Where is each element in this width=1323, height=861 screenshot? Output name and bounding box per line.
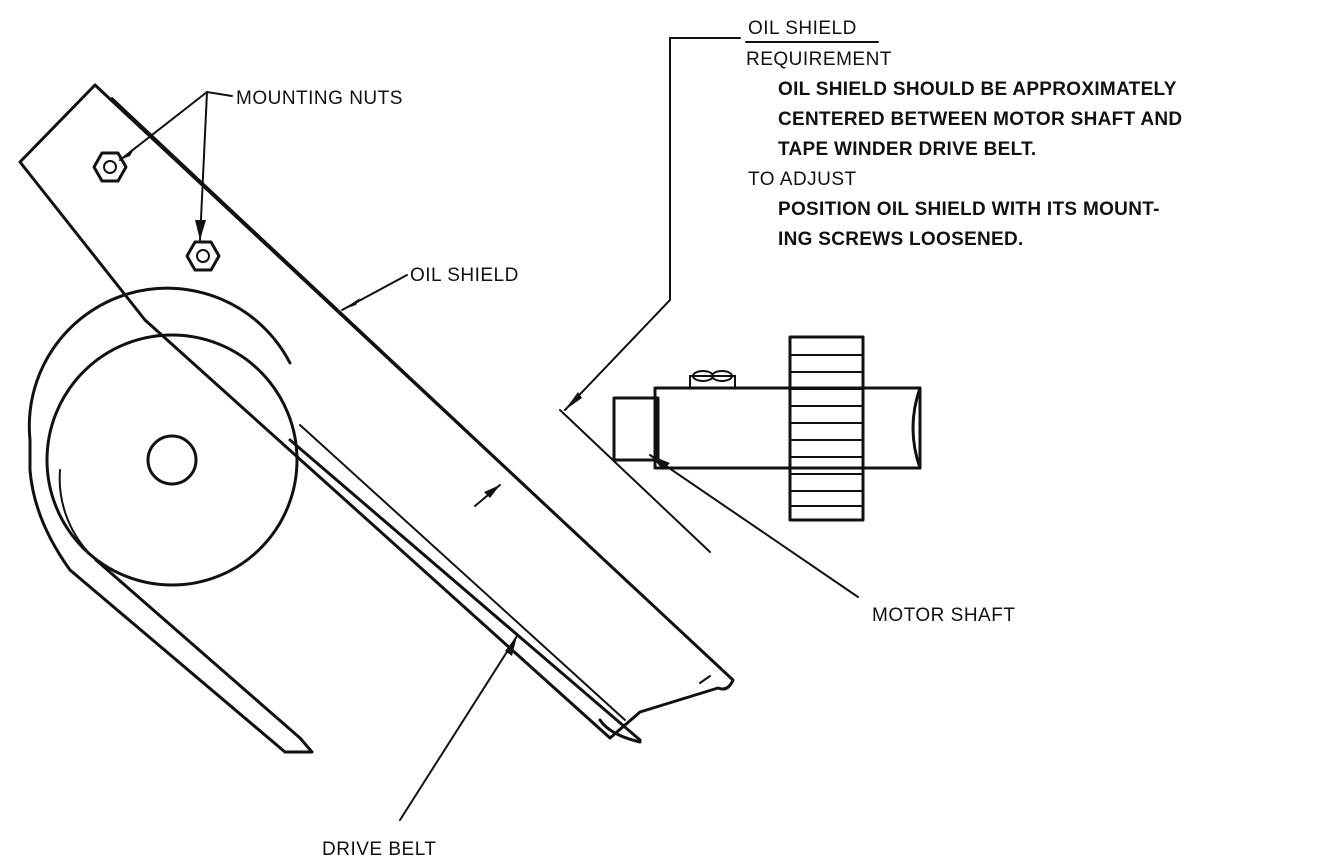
mounting-nut-lower — [185, 240, 221, 272]
leader-lines — [119, 37, 859, 821]
pulley — [45, 333, 299, 587]
note-requirement-line-3: TAPE WINDER DRIVE BELT. — [778, 139, 1036, 160]
label-mounting-nuts: MOUNTING NUTS — [236, 88, 403, 109]
note-requirement-line-1: OIL SHIELD SHOULD BE APPROXIMATELY — [778, 79, 1177, 100]
note-adjust-line-1: POSITION OIL SHIELD WITH ITS MOUNT- — [778, 199, 1160, 220]
drive-belt — [27, 286, 642, 754]
centerline-reference — [559, 409, 711, 553]
note-title: OIL SHIELD — [748, 18, 857, 39]
arrowheads — [120, 146, 670, 656]
label-oil-shield: OIL SHIELD — [410, 265, 519, 286]
motor-shaft-assembly — [612, 335, 922, 522]
note-requirement-line-2: CENTERED BETWEEN MOTOR SHAFT AND — [778, 109, 1182, 130]
drive-gear — [788, 335, 865, 522]
oil-shield-bracket — [18, 83, 735, 740]
set-screw — [689, 370, 736, 389]
note-requirement-heading: REQUIREMENT — [746, 49, 892, 70]
mounting-nut-upper — [92, 151, 128, 183]
label-drive-belt: DRIVE BELT — [322, 839, 436, 860]
note-adjust-line-2: ING SCREWS LOOSENED. — [778, 229, 1024, 250]
label-motor-shaft: MOTOR SHAFT — [872, 605, 1015, 626]
note-adjust-heading: TO ADJUST — [748, 169, 857, 190]
adjustment-note: OIL SHIELD REQUIREMENT OIL SHIELD SHOULD… — [745, 18, 1182, 250]
